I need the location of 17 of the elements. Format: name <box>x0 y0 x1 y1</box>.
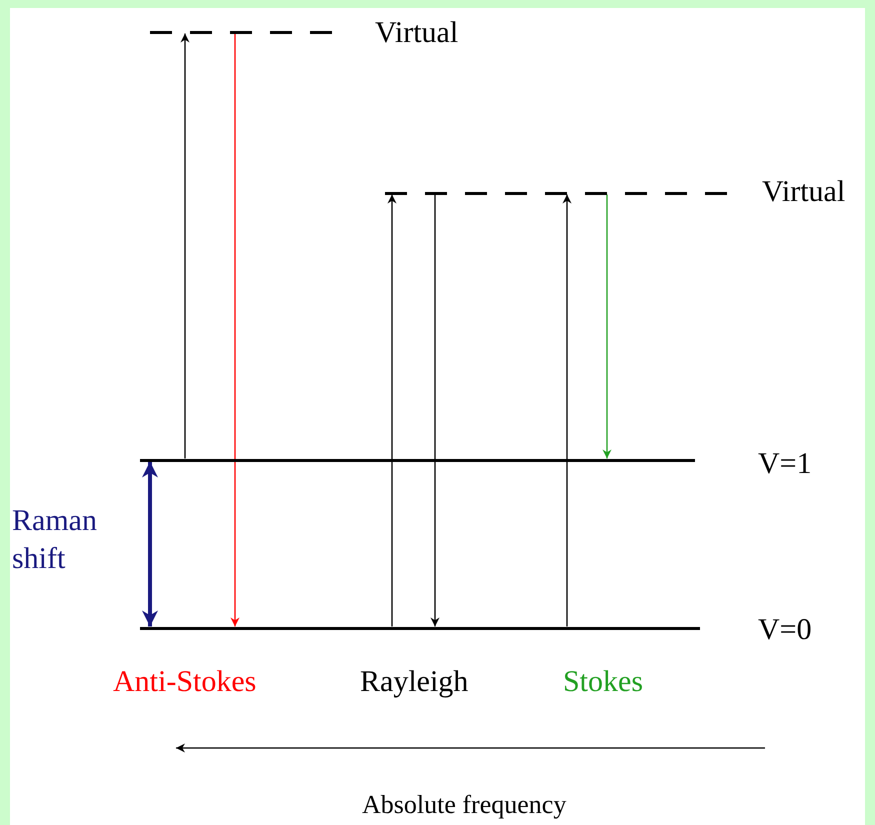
rayleigh-label: Rayleigh <box>360 666 468 698</box>
level-label: Virtual <box>375 17 458 49</box>
stokes-label: Stokes <box>563 666 644 698</box>
arrow <box>230 34 240 626</box>
energy-level-line <box>140 626 700 630</box>
level-label: V=0 <box>758 614 812 646</box>
anti-stokes-label: Anti-Stokes <box>113 666 256 698</box>
arrow <box>388 194 396 626</box>
arrow <box>142 462 158 626</box>
level-label: V=1 <box>758 448 812 480</box>
arrow <box>602 194 612 458</box>
arrow <box>430 194 440 626</box>
arrow <box>562 194 572 626</box>
level-label: Virtual <box>762 176 846 208</box>
arrow <box>180 34 190 458</box>
axis-label: Absolute frequency <box>362 789 566 821</box>
energy-level-line <box>140 458 695 462</box>
